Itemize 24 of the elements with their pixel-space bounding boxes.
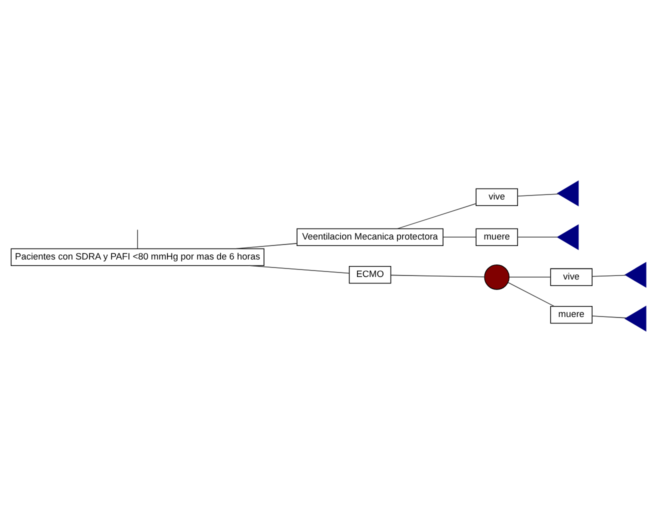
connector <box>592 274 626 276</box>
connector <box>508 282 554 306</box>
node-box: muere <box>476 228 518 246</box>
connector <box>397 202 476 229</box>
node-box: Pacientes con SDRA y PAFI <80 mmHg por mas de 6 horas <box>10 248 264 266</box>
node-box: Veentilacion Mecanica protectora <box>296 228 444 246</box>
node-triangle <box>556 180 579 206</box>
node-triangle <box>624 305 646 332</box>
connector <box>517 193 559 196</box>
connector <box>248 264 350 274</box>
connector <box>236 242 298 249</box>
node-box: vive <box>550 268 593 286</box>
connector <box>390 274 485 277</box>
node-circle <box>484 264 510 290</box>
node-triangle <box>624 261 646 288</box>
connector <box>442 236 476 238</box>
node-box: vive <box>476 188 518 206</box>
connector <box>592 315 627 318</box>
node-box: muere <box>550 305 593 324</box>
node-box: ECMO <box>348 266 392 284</box>
connector <box>517 236 558 238</box>
connector <box>137 228 138 248</box>
connector <box>508 276 551 278</box>
node-triangle <box>556 224 579 250</box>
